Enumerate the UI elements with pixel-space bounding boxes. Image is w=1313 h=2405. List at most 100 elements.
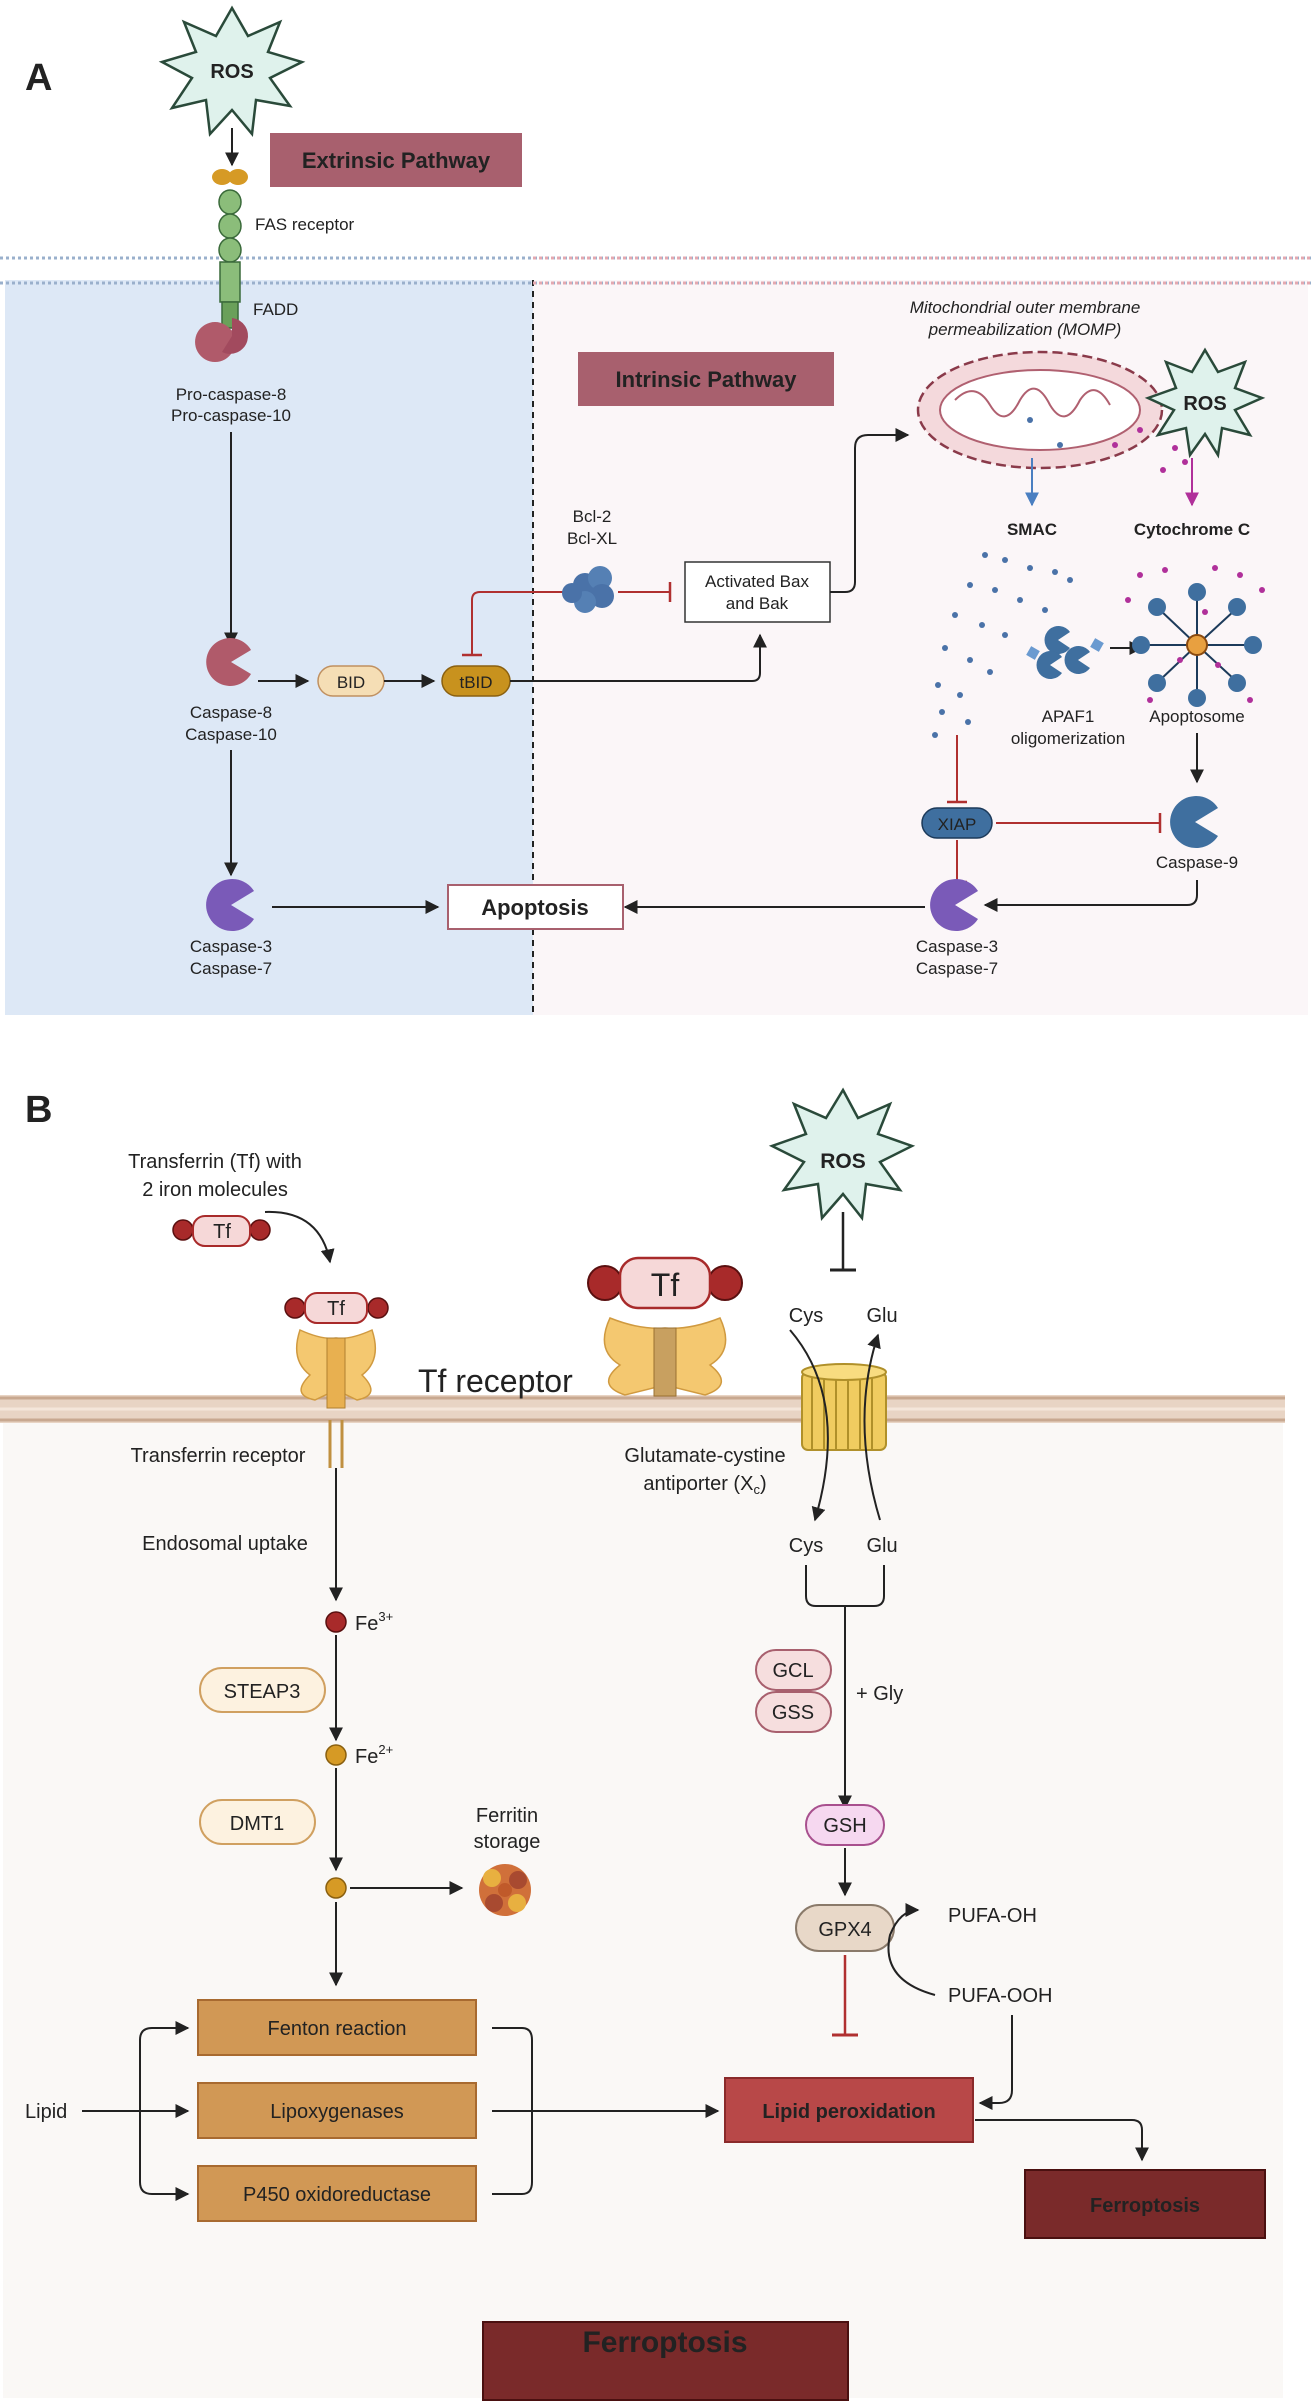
cell-interior-b (3, 1418, 1283, 2398)
caspase-3-right-icon (930, 879, 978, 931)
tf-bound-label: Tf (327, 1298, 345, 1320)
arrow-pufaooh-to-peroxidation (978, 2015, 1013, 2110)
fe3-label: Fe3+ (355, 1609, 393, 1635)
bcl2-icon (562, 566, 614, 613)
smac-label: SMAC (1007, 520, 1057, 539)
p450-box (197, 2165, 477, 2222)
arrow-bax-to-mito (830, 428, 910, 593)
fe3-icon (325, 1611, 347, 1633)
fadd-label: FADD (253, 300, 298, 319)
transferrin-receptor-label: Transferrin receptor (131, 1445, 306, 1467)
arrow-tbid-to-bax (510, 633, 767, 682)
gss-label: GSS (772, 1702, 814, 1724)
apoptosis-box (447, 884, 624, 930)
tf-desc-line1: Transferrin (Tf) with (128, 1151, 302, 1173)
arrow-tf-binding (264, 1210, 335, 1264)
gcl-label: GCL (772, 1660, 813, 1682)
cys-top-label: Cys (789, 1305, 823, 1327)
bax-line1: Activated Bax (705, 572, 809, 591)
antiporter-label-line1: Glutamate-cystine (624, 1445, 785, 1467)
ros-top-label: ROS (210, 61, 253, 83)
caspase-3-left-label: Caspase-3 (190, 937, 272, 956)
bcl2-label: Bcl-2 (573, 507, 612, 526)
xiap-box (921, 807, 993, 839)
lipid-peroxidation-label: Lipid peroxidation (762, 2101, 935, 2123)
antiporter-icon (801, 1363, 887, 1451)
arrow-pufa-reduction (887, 1903, 936, 1996)
ros-star-mito: ROS (1144, 347, 1266, 459)
bclxl-label: Bcl-XL (567, 529, 617, 548)
lipoxygenases-box (197, 2082, 477, 2139)
arrow-caspase9-to-caspase3 (983, 880, 1198, 912)
arrow-lipid-to-p450 (139, 2111, 190, 2201)
bax-bak-box (684, 561, 831, 623)
dmt1-box (199, 1799, 316, 1845)
apaf1-label-line2: oligomerization (1011, 729, 1125, 748)
p450-label: P450 oxidoreductase (243, 2184, 431, 2206)
gss-box (755, 1691, 832, 1733)
fas-receptor-icon (212, 169, 248, 329)
cytochrome-c-label: Cytochrome C (1134, 520, 1250, 539)
cell-membrane-b (0, 1395, 1285, 1423)
intrinsic-pathway-box (578, 352, 834, 406)
lipid-peroxidation-box (724, 2077, 974, 2143)
apaf1-icon (1026, 626, 1104, 679)
momp-line1: Mitochondrial outer membrane (910, 298, 1141, 317)
cys-bottom-label: Cys (789, 1535, 823, 1557)
caspase-3-left-icon (206, 879, 254, 931)
ros-star-b: ROS (768, 1087, 916, 1222)
ferroptosis-banner (482, 2321, 849, 2401)
gsh-label: GSH (823, 1815, 866, 1837)
panel-a-letter: A (25, 57, 52, 99)
ros-star-top: ROS (158, 5, 306, 138)
transferrin-receptor-icon: Tf (284, 1292, 389, 1468)
caspase-3-right-label: Caspase-3 (916, 937, 998, 956)
arrow-cys-import (789, 1329, 829, 1522)
extrinsic-pathway-label: Extrinsic Pathway (302, 148, 491, 173)
extrinsic-pathway-box (270, 133, 522, 187)
caspase-9-icon (1170, 795, 1218, 848)
apoptosome-label: Apoptosome (1149, 707, 1244, 726)
plus-gly-label: + Gly (856, 1683, 903, 1705)
panel-a: A ROS Extrinsic Pathway FAS receptor FAD… (0, 5, 1313, 1015)
arrow-peroxidation-to-ferroptosis (975, 2119, 1149, 2162)
mitochondrion-icon (916, 350, 1164, 470)
dmt1-label: DMT1 (230, 1813, 284, 1835)
glu-bottom-label: Glu (866, 1535, 897, 1557)
arrow-glu-export (863, 1333, 881, 1521)
intrinsic-pathway-label: Intrinsic Pathway (616, 367, 798, 392)
pufa-ooh-label: PUFA-OOH (948, 1985, 1052, 2007)
caspase-8-label: Caspase-8 (190, 703, 272, 722)
smac-dots (932, 552, 1073, 738)
panel-b: B Transferrin (Tf) with 2 iron molecules… (0, 1087, 1285, 2401)
lipoxygenases-label: Lipoxygenases (270, 2101, 403, 2123)
procaspase-icon (195, 318, 249, 362)
ferroptosis-box (1024, 2169, 1266, 2239)
fe2-label: Fe2+ (355, 1742, 393, 1768)
apoptosis-label: Apoptosis (481, 895, 589, 920)
inhibit-bcl2-tbid (471, 591, 565, 655)
labile-iron-icon (325, 1877, 347, 1899)
procaspase-8-label: Pro-caspase-8 (176, 385, 287, 404)
steap3-label: STEAP3 (224, 1681, 301, 1703)
cell-membrane-a (0, 256, 1313, 285)
apaf1-label-line1: APAF1 (1042, 707, 1095, 726)
panel-b-letter: B (25, 1089, 52, 1131)
apoptosome-icon (1125, 565, 1265, 707)
fenton-box (197, 1999, 477, 2056)
ferritin-label-line2: storage (474, 1831, 541, 1853)
tbid-label: tBID (459, 673, 492, 692)
momp-line2: permeabilization (MOMP) (928, 320, 1122, 339)
caspase-8-icon (206, 637, 251, 686)
bid-label: BID (337, 673, 365, 692)
tf-desc-line2: 2 iron molecules (142, 1179, 288, 1201)
glu-top-label: Glu (866, 1305, 897, 1327)
caspase-10-label: Caspase-10 (185, 725, 277, 744)
gsh-box (805, 1804, 885, 1846)
fenton-label: Fenton reaction (268, 2018, 407, 2040)
endosomal-uptake-label: Endosomal uptake (142, 1533, 308, 1555)
steap3-box (199, 1667, 326, 1713)
tf-receptor-large-icon: Tf (587, 1256, 743, 1397)
tf-large-label: Tf (651, 1267, 680, 1303)
